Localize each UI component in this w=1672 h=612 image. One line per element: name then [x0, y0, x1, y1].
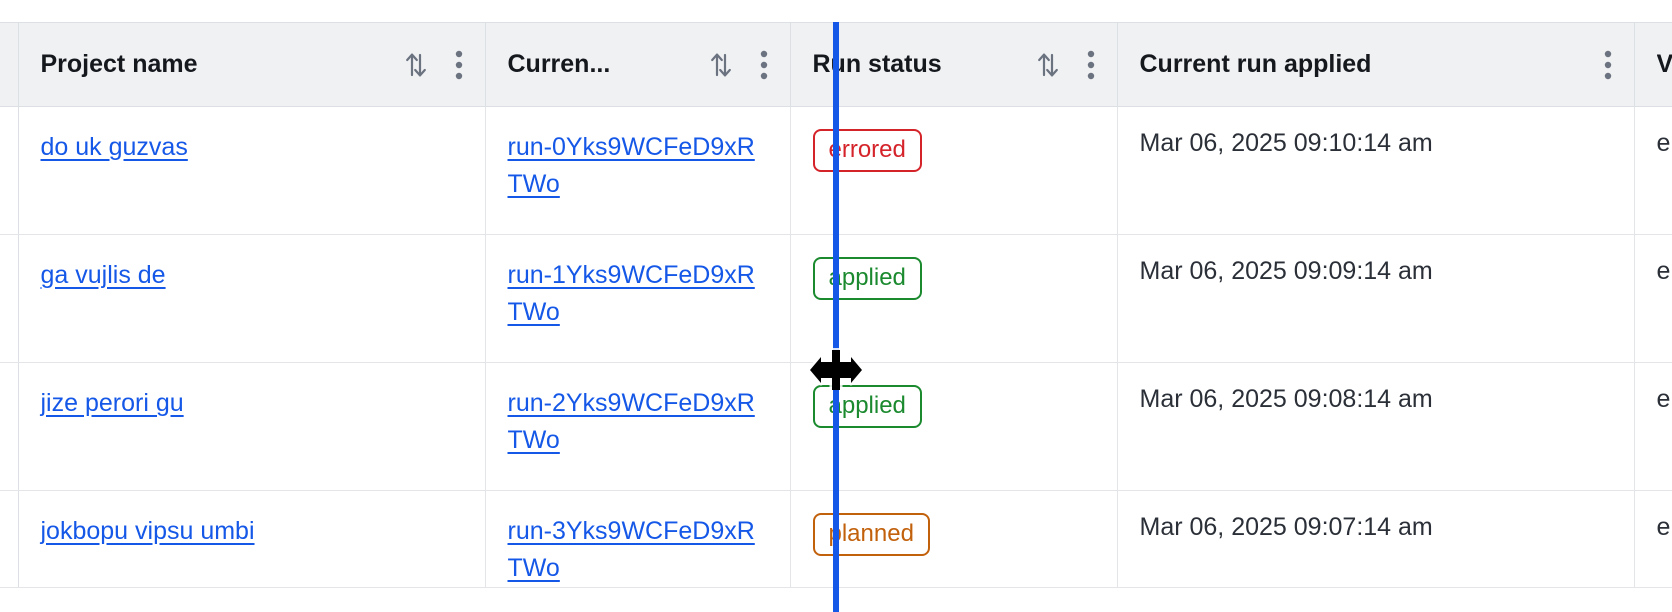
column-header-label-project-name: Project name: [40, 50, 198, 78]
current-run-link[interactable]: run-3Yks9WCFeD9xRTWo: [507, 517, 755, 582]
table-row[interactable]: ga vujlis de run-1Yks9WCFeD9xRTWo applie…: [0, 234, 1672, 363]
status-badge: applied: [812, 385, 922, 429]
table-header: Project name: [0, 22, 1672, 107]
cell-current-run: run-0Yks9WCFeD9xRTWo: [485, 106, 791, 235]
clipped-text: e: [1656, 257, 1671, 285]
cell-current-run-applied: Mar 06, 2025 09:07:14 am: [1117, 490, 1635, 588]
top-strip: [0, 0, 1672, 22]
cell-run-status: applied: [790, 362, 1118, 491]
kebab-menu-icon[interactable]: [455, 50, 463, 80]
column-header-run-status[interactable]: Run status: [790, 22, 1118, 107]
timestamp-text: Mar 06, 2025 09:09:14 am: [1139, 257, 1433, 285]
status-badge: applied: [812, 257, 922, 301]
cell-current-run-applied: Mar 06, 2025 09:10:14 am: [1117, 106, 1635, 235]
sort-arrows-icon[interactable]: [708, 49, 734, 81]
column-header-current-run[interactable]: Curren...: [485, 22, 791, 107]
kebab-menu-icon[interactable]: [1087, 50, 1095, 80]
cell-current-run: run-3Yks9WCFeD9xRTWo: [485, 490, 791, 588]
cell-project-name: ga vujlis de: [18, 234, 486, 363]
table-row[interactable]: do uk guzvas run-0Yks9WCFeD9xRTWo errore…: [0, 106, 1672, 235]
column-header-clipped[interactable]: V: [1634, 22, 1672, 107]
row-select-gutter-header: [0, 22, 19, 107]
cell-project-name: jize perori gu: [18, 362, 486, 491]
kebab-menu-icon[interactable]: [760, 50, 768, 80]
row-select-gutter: [0, 362, 19, 491]
clipped-text: e: [1656, 129, 1671, 157]
table-body: do uk guzvas run-0Yks9WCFeD9xRTWo errore…: [0, 106, 1672, 588]
column-header-label-clipped: V: [1656, 50, 1672, 78]
timestamp-text: Mar 06, 2025 09:07:14 am: [1139, 513, 1433, 541]
cell-run-status: errored: [790, 106, 1118, 235]
project-name-link[interactable]: do uk guzvas: [40, 133, 188, 161]
column-header-label-run-status: Run status: [812, 50, 942, 78]
column-header-current-run-applied[interactable]: Current run applied: [1117, 22, 1635, 107]
clipped-text: e: [1656, 385, 1671, 413]
cell-current-run-applied: Mar 06, 2025 09:09:14 am: [1117, 234, 1635, 363]
current-run-link[interactable]: run-0Yks9WCFeD9xRTWo: [507, 133, 755, 198]
table-row[interactable]: jize perori gu run-2Yks9WCFeD9xRTWo appl…: [0, 362, 1672, 491]
cell-clipped: e: [1634, 106, 1672, 235]
column-header-project-name[interactable]: Project name: [18, 22, 486, 107]
cell-project-name: do uk guzvas: [18, 106, 486, 235]
project-name-link[interactable]: ga vujlis de: [40, 261, 166, 289]
cell-current-run: run-1Yks9WCFeD9xRTWo: [485, 234, 791, 363]
row-select-gutter: [0, 234, 19, 363]
header-row: Project name: [0, 22, 1672, 107]
status-badge: errored: [812, 129, 922, 173]
project-name-link[interactable]: jokbopu vipsu umbi: [40, 517, 255, 545]
status-badge: planned: [812, 513, 930, 557]
current-run-link[interactable]: run-1Yks9WCFeD9xRTWo: [507, 261, 755, 326]
table-row[interactable]: jokbopu vipsu umbi run-3Yks9WCFeD9xRTWo …: [0, 490, 1672, 588]
cell-clipped: e: [1634, 490, 1672, 588]
cell-clipped: e: [1634, 234, 1672, 363]
kebab-menu-icon[interactable]: [1604, 50, 1612, 80]
cell-clipped: e: [1634, 362, 1672, 491]
timestamp-text: Mar 06, 2025 09:08:14 am: [1139, 385, 1433, 413]
current-run-link[interactable]: run-2Yks9WCFeD9xRTWo: [507, 389, 755, 454]
cell-current-run-applied: Mar 06, 2025 09:08:14 am: [1117, 362, 1635, 491]
timestamp-text: Mar 06, 2025 09:10:14 am: [1139, 129, 1433, 157]
sort-arrows-icon[interactable]: [1035, 49, 1061, 81]
projects-table: Project name: [0, 22, 1672, 588]
cell-current-run: run-2Yks9WCFeD9xRTWo: [485, 362, 791, 491]
clipped-text: e: [1656, 513, 1671, 541]
cell-run-status: applied: [790, 234, 1118, 363]
sort-arrows-icon[interactable]: [403, 49, 429, 81]
cell-project-name: jokbopu vipsu umbi: [18, 490, 486, 588]
cell-run-status: planned: [790, 490, 1118, 588]
row-select-gutter: [0, 106, 19, 235]
row-select-gutter: [0, 490, 19, 588]
column-header-label-current-run: Curren...: [507, 50, 611, 78]
column-header-label-current-run-applied: Current run applied: [1139, 50, 1372, 78]
project-name-link[interactable]: jize perori gu: [40, 389, 184, 417]
